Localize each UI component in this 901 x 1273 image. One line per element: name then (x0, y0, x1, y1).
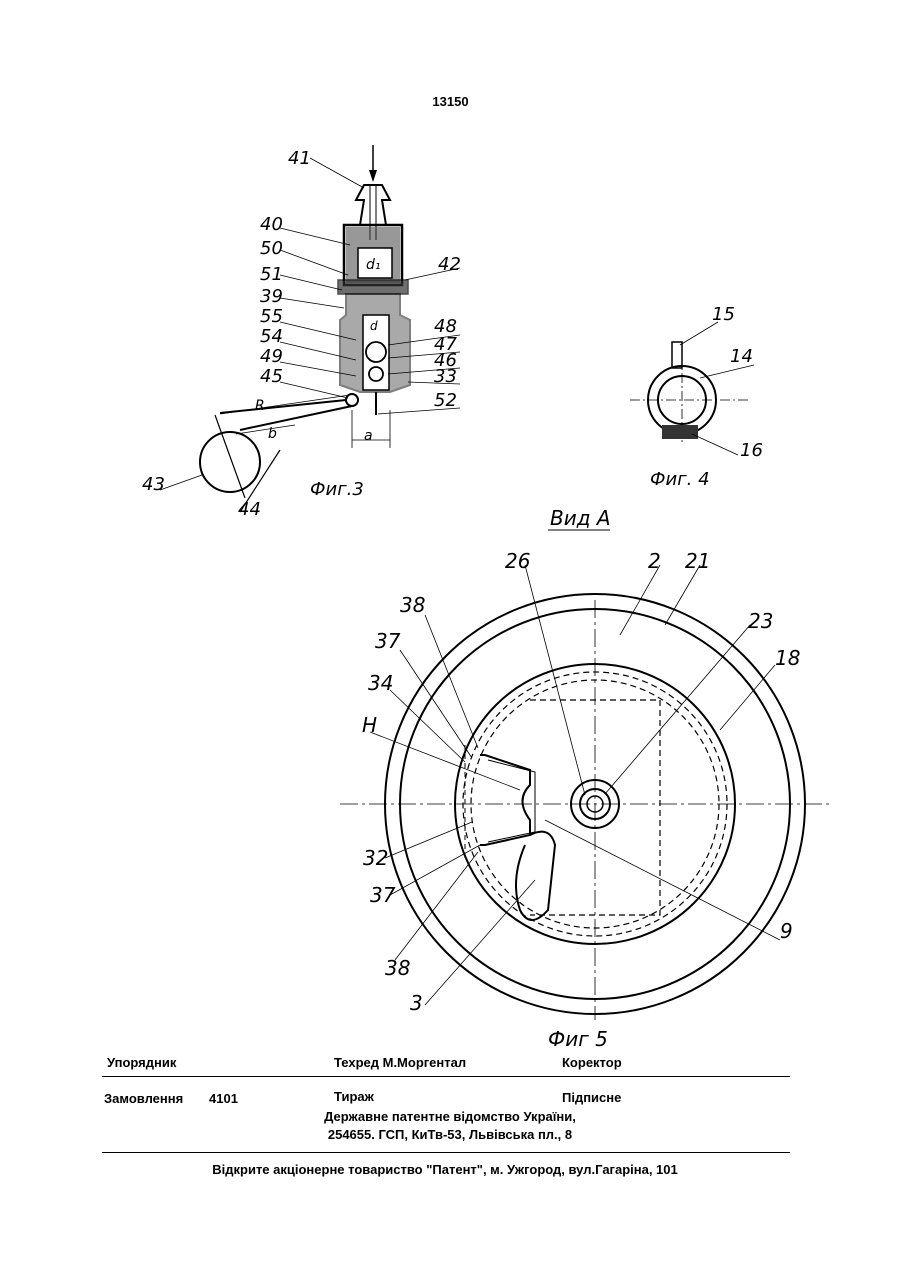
fig3-label-R: R (255, 398, 265, 414)
fig3-caption: Фиг.3 (310, 479, 364, 500)
fig3-label-39: 39 (260, 286, 283, 307)
fig3-d-label: d (370, 319, 378, 333)
signed-label: Підписне (562, 1090, 621, 1105)
fig3-label-52: 52 (434, 390, 457, 411)
fig5-label-37-top: 37 (375, 629, 401, 653)
fig5-label-23: 23 (748, 609, 773, 633)
fig5-label-38-top: 38 (400, 593, 425, 617)
fig5-label-38-bottom: 38 (385, 956, 410, 980)
footer-divider-bottom (102, 1152, 790, 1153)
fig3-label-b: b (268, 426, 277, 442)
fig5-label-34: 34 (368, 671, 393, 695)
fig3-label-55: 55 (260, 306, 283, 327)
order-number: 4101 (209, 1091, 238, 1106)
figure-3-drawing: d₁ d 41 40 50 51 39 55 54 49 45 42 48 47… (120, 130, 500, 530)
fig5-label-9: 9 (780, 919, 793, 943)
fig5-label-26: 26 (505, 549, 530, 573)
fig3-label-43: 43 (142, 474, 165, 495)
publisher-line: Відкрите акціонерне товариство "Патент",… (100, 1162, 790, 1177)
page-number-text: 13150 (0, 94, 901, 109)
fig3-d1-label: d₁ (366, 257, 381, 273)
fig4-label-14: 14 (730, 346, 753, 367)
fig5-label-18: 18 (775, 646, 800, 670)
fig3-label-41: 41 (288, 148, 311, 169)
office-line-1: Державне патентне відомство України, (240, 1109, 660, 1124)
fig4-label-15: 15 (712, 304, 735, 325)
fig5-label-37-bottom: 37 (370, 883, 396, 907)
fig3-label-49: 49 (260, 346, 283, 367)
office-line-2: 254655. ГСП, КиТв-53, Львівська пл., 8 (240, 1127, 660, 1142)
fig3-label-44: 44 (238, 499, 261, 520)
fig5-label-H: Н (362, 713, 377, 737)
fig4-label-16: 16 (740, 440, 763, 461)
fig3-label-33: 33 (434, 366, 457, 387)
fig4-caption: Фиг. 4 (650, 469, 710, 490)
circulation-label: Тираж (334, 1089, 374, 1104)
page-number: 13150 (0, 94, 901, 109)
fig5-view-title: Вид А (550, 506, 611, 530)
fig3-label-51: 51 (260, 264, 283, 285)
figure-4-drawing: 15 14 16 Фиг. 4 (620, 300, 790, 500)
order-label: Замовлення (104, 1091, 183, 1106)
fig5-label-21: 21 (685, 549, 710, 573)
techred-label: Техред М.Моргентал (334, 1055, 466, 1070)
compiler-label: Упорядник (107, 1055, 176, 1070)
figure-5-drawing: Вид А 26 2 21 23 18 38 37 34 Н 32 37 38 … (330, 500, 830, 1060)
fig5-label-32: 32 (363, 846, 388, 870)
fig5-label-3: 3 (410, 991, 423, 1015)
fig3-label-40: 40 (260, 214, 283, 235)
fig3-label-50: 50 (260, 238, 283, 259)
fig3-label-54: 54 (260, 326, 283, 347)
fig3-label-42: 42 (438, 254, 461, 275)
footer-divider-top (102, 1076, 790, 1077)
fig3-label-45: 45 (260, 366, 283, 387)
fig3-label-a: a (364, 428, 373, 444)
fig5-caption: Фиг 5 (548, 1027, 608, 1051)
fig5-label-2: 2 (648, 549, 661, 573)
corrector-label: Коректор (562, 1055, 622, 1070)
